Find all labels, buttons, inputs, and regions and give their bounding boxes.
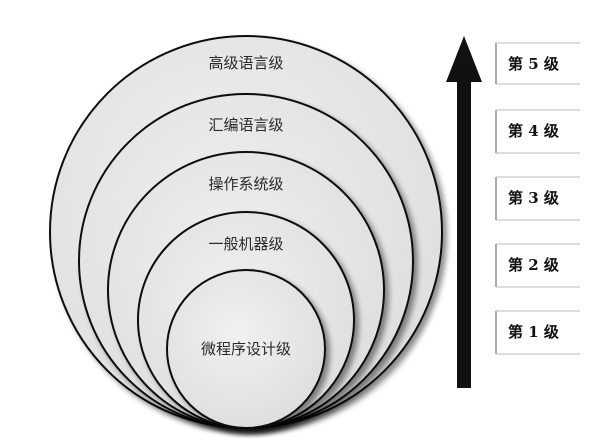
level-badge-5: 第 5 级 <box>495 42 580 85</box>
level-badge-1: 第 1 级 <box>495 310 580 355</box>
level-badge-3-label: 第 3 级 <box>508 189 560 207</box>
level-4-label: 汇编语言级 <box>208 116 283 134</box>
level-badge-4: 第 4 级 <box>495 109 580 154</box>
level-5-label: 高级语言级 <box>208 54 283 72</box>
level-3-label: 操作系统级 <box>208 175 283 193</box>
up-arrow-icon <box>446 36 482 388</box>
level-badge-3: 第 3 级 <box>495 176 580 221</box>
level-badge-5-label: 第 5 级 <box>508 55 560 73</box>
level-badge-4-label: 第 4 级 <box>508 122 560 140</box>
level-badge-1-label: 第 1 级 <box>508 323 560 341</box>
level-1-label: 微程序设计级 <box>201 340 291 358</box>
level-2-label: 一般机器级 <box>208 235 283 253</box>
level-badge-2: 第 2 级 <box>495 243 580 288</box>
level-badge-2-label: 第 2 级 <box>508 256 560 274</box>
level-1-circle <box>166 269 326 429</box>
